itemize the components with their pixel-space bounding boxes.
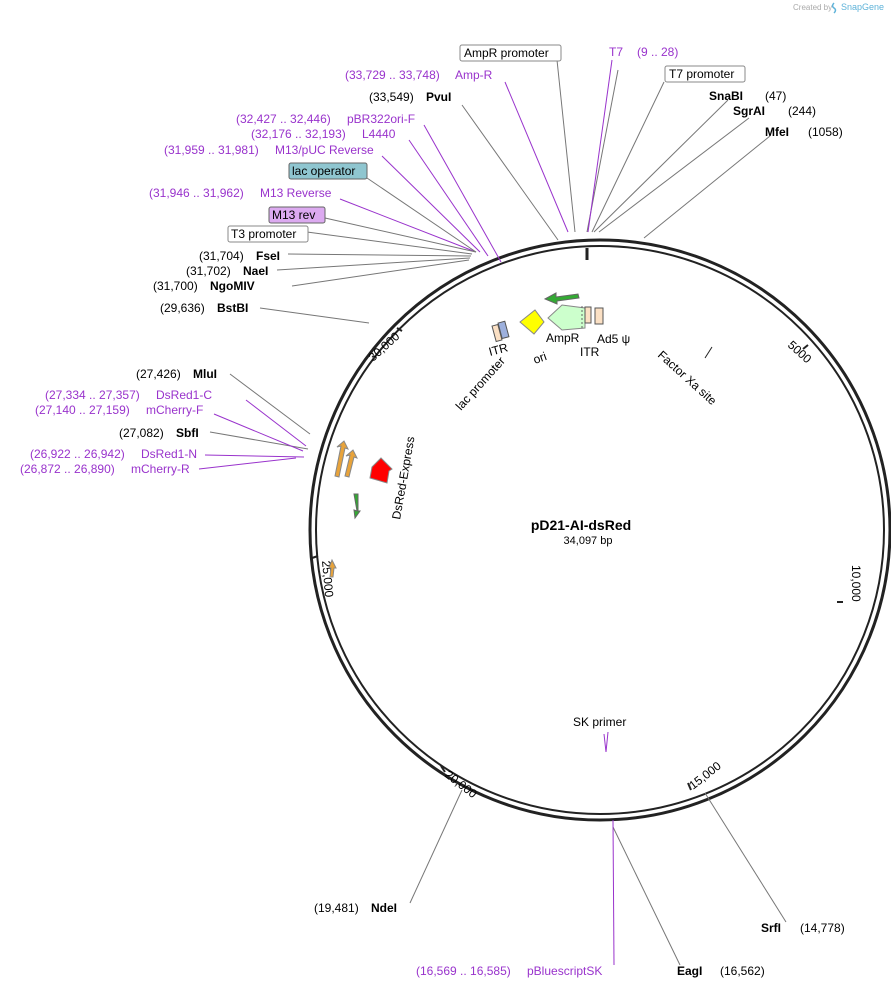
ampr-primer-range: (33,729 .. 33,748) xyxy=(345,68,440,82)
bstbi-label: BstBI xyxy=(217,301,248,315)
bstbi-pos: (29,636) xyxy=(160,301,205,315)
dsred-express-feature xyxy=(369,457,393,484)
sbfi-pos: (27,082) xyxy=(119,426,164,440)
mcherryf-label: mCherry-F xyxy=(146,403,203,417)
pbluescript-label: pBluescriptSK xyxy=(527,964,602,978)
eagi-pos: (16,562) xyxy=(720,964,765,978)
position-ticks xyxy=(311,327,843,791)
dsred1c-range: (27,334 .. 27,357) xyxy=(45,388,140,402)
t3-promoter-box xyxy=(227,225,309,243)
ngomiv-pos: (31,700) xyxy=(153,279,198,293)
primer-mcherryr-arrow-icon xyxy=(353,493,361,520)
m13puc-label: M13/pUC Reverse xyxy=(275,143,374,157)
ampr-promoter-box xyxy=(459,44,562,62)
pvui-label: PvuI xyxy=(426,90,451,104)
m13rev-primer-label: M13 Reverse xyxy=(260,186,332,200)
created-by-text: Created by xyxy=(793,3,832,12)
pvui-pos: (33,549) xyxy=(369,90,414,104)
snabi-pos: (47) xyxy=(765,89,786,103)
mcherryr-label: mCherry-R xyxy=(131,462,190,476)
lac-operator-box xyxy=(288,162,368,180)
itr-left-feature xyxy=(491,320,510,343)
factor-xa-leader xyxy=(704,346,713,359)
mfei-label: MfeI xyxy=(765,125,789,139)
dsred1n-range: (26,922 .. 26,942) xyxy=(30,447,125,461)
primer-orange-arrow-icon xyxy=(328,558,337,578)
primer-leader-lines xyxy=(198,59,615,966)
m13rev-range: (31,946 .. 31,962) xyxy=(149,186,244,200)
sbfi-label: SbfI xyxy=(176,426,199,440)
pbluescript-range: (16,569 .. 16,585) xyxy=(416,964,511,978)
srfi-label: SrfI xyxy=(761,921,781,935)
t7-promoter-box xyxy=(664,65,746,83)
l4440-label: L4440 xyxy=(362,127,396,141)
dsred1n-label: DsRed1-N xyxy=(141,447,197,461)
ampr-feature xyxy=(547,304,586,331)
plasmid-name: pD21-AI-dsRed xyxy=(531,517,631,533)
pbr-label: pBR322ori-F xyxy=(347,112,415,126)
dsred1c-label: DsRed1-C xyxy=(156,388,212,402)
snapgene-logo-icon xyxy=(831,2,837,14)
fsei-label: FseI xyxy=(256,249,280,263)
leader-lines xyxy=(209,59,787,966)
lac-promoter-label: lac promoter xyxy=(453,354,508,413)
ampr-promoter-label: AmpR promoter xyxy=(464,46,549,60)
mcherryf-range: (27,140 .. 27,159) xyxy=(35,403,130,417)
ad5-psi-label: Ad5 ψ xyxy=(597,332,630,346)
snapgene-brand: SnapGene xyxy=(841,2,884,12)
ampr-label: AmpR xyxy=(546,331,580,345)
mlui-label: MluI xyxy=(193,367,217,381)
sgrai-pos: (244) xyxy=(788,104,816,118)
m13-rev-label: M13 rev xyxy=(272,208,315,222)
lac-operator-label: lac operator xyxy=(292,164,355,178)
primer-dsred1n-arrow-icon xyxy=(334,440,349,478)
m13rev-leader xyxy=(324,217,477,253)
ampr-primer-label: Amp-R xyxy=(455,68,493,82)
sk-primer-marker xyxy=(603,733,607,753)
sk-primer-label: SK primer xyxy=(573,715,626,729)
eagi-label: EagI xyxy=(677,964,702,978)
pbr-range: (32,427 .. 32,446) xyxy=(236,112,331,126)
sgrai-label: SgrAI xyxy=(733,104,765,118)
plasmid-backbone xyxy=(308,238,891,822)
naei-label: NaeI xyxy=(243,264,268,278)
plasmid-length: 34,097 bp xyxy=(564,535,613,547)
mfei-pos: (1058) xyxy=(808,125,843,139)
itr-left-label: ITR xyxy=(487,340,510,359)
t7-range: (9 .. 28) xyxy=(637,45,678,59)
lac-operator-leader xyxy=(366,177,477,253)
dsred-express-label: DsRed-Express xyxy=(389,435,417,520)
ndei-pos: (19,481) xyxy=(314,901,359,915)
ngomiv-label: NgoMIV xyxy=(210,279,255,293)
mlui-pos: (27,426) xyxy=(136,367,181,381)
ori-label: ori xyxy=(531,349,548,367)
snabi-label: SnaBI xyxy=(709,89,743,103)
ndei-label: NdeI xyxy=(371,901,397,915)
primer-arrow-icon xyxy=(543,292,580,305)
t3-promoter-label: T3 promoter xyxy=(231,227,296,241)
itr-right-label: ITR xyxy=(580,345,600,359)
mcherryr-range: (26,872 .. 26,890) xyxy=(20,462,115,476)
tick-label-5000: 5000 xyxy=(785,338,814,366)
m13-rev-box xyxy=(268,206,326,224)
fsei-pos: (31,704) xyxy=(199,249,244,263)
itr-right-feature xyxy=(584,306,604,325)
ori-feature xyxy=(519,309,545,335)
l4440-range: (32,176 .. 32,193) xyxy=(251,127,346,141)
srfi-pos: (14,778) xyxy=(800,921,845,935)
primer-mcherryf-arrow-icon xyxy=(344,449,358,478)
m13puc-range: (31,959 .. 31,981) xyxy=(164,143,259,157)
t7-promoter-label: T7 promoter xyxy=(669,67,734,81)
tick-label-10000: 10,000 xyxy=(849,565,863,602)
naei-pos: (31,702) xyxy=(186,264,231,278)
t7-label: T7 xyxy=(609,45,623,59)
factor-xa-label: Factor Xa site xyxy=(655,348,720,408)
